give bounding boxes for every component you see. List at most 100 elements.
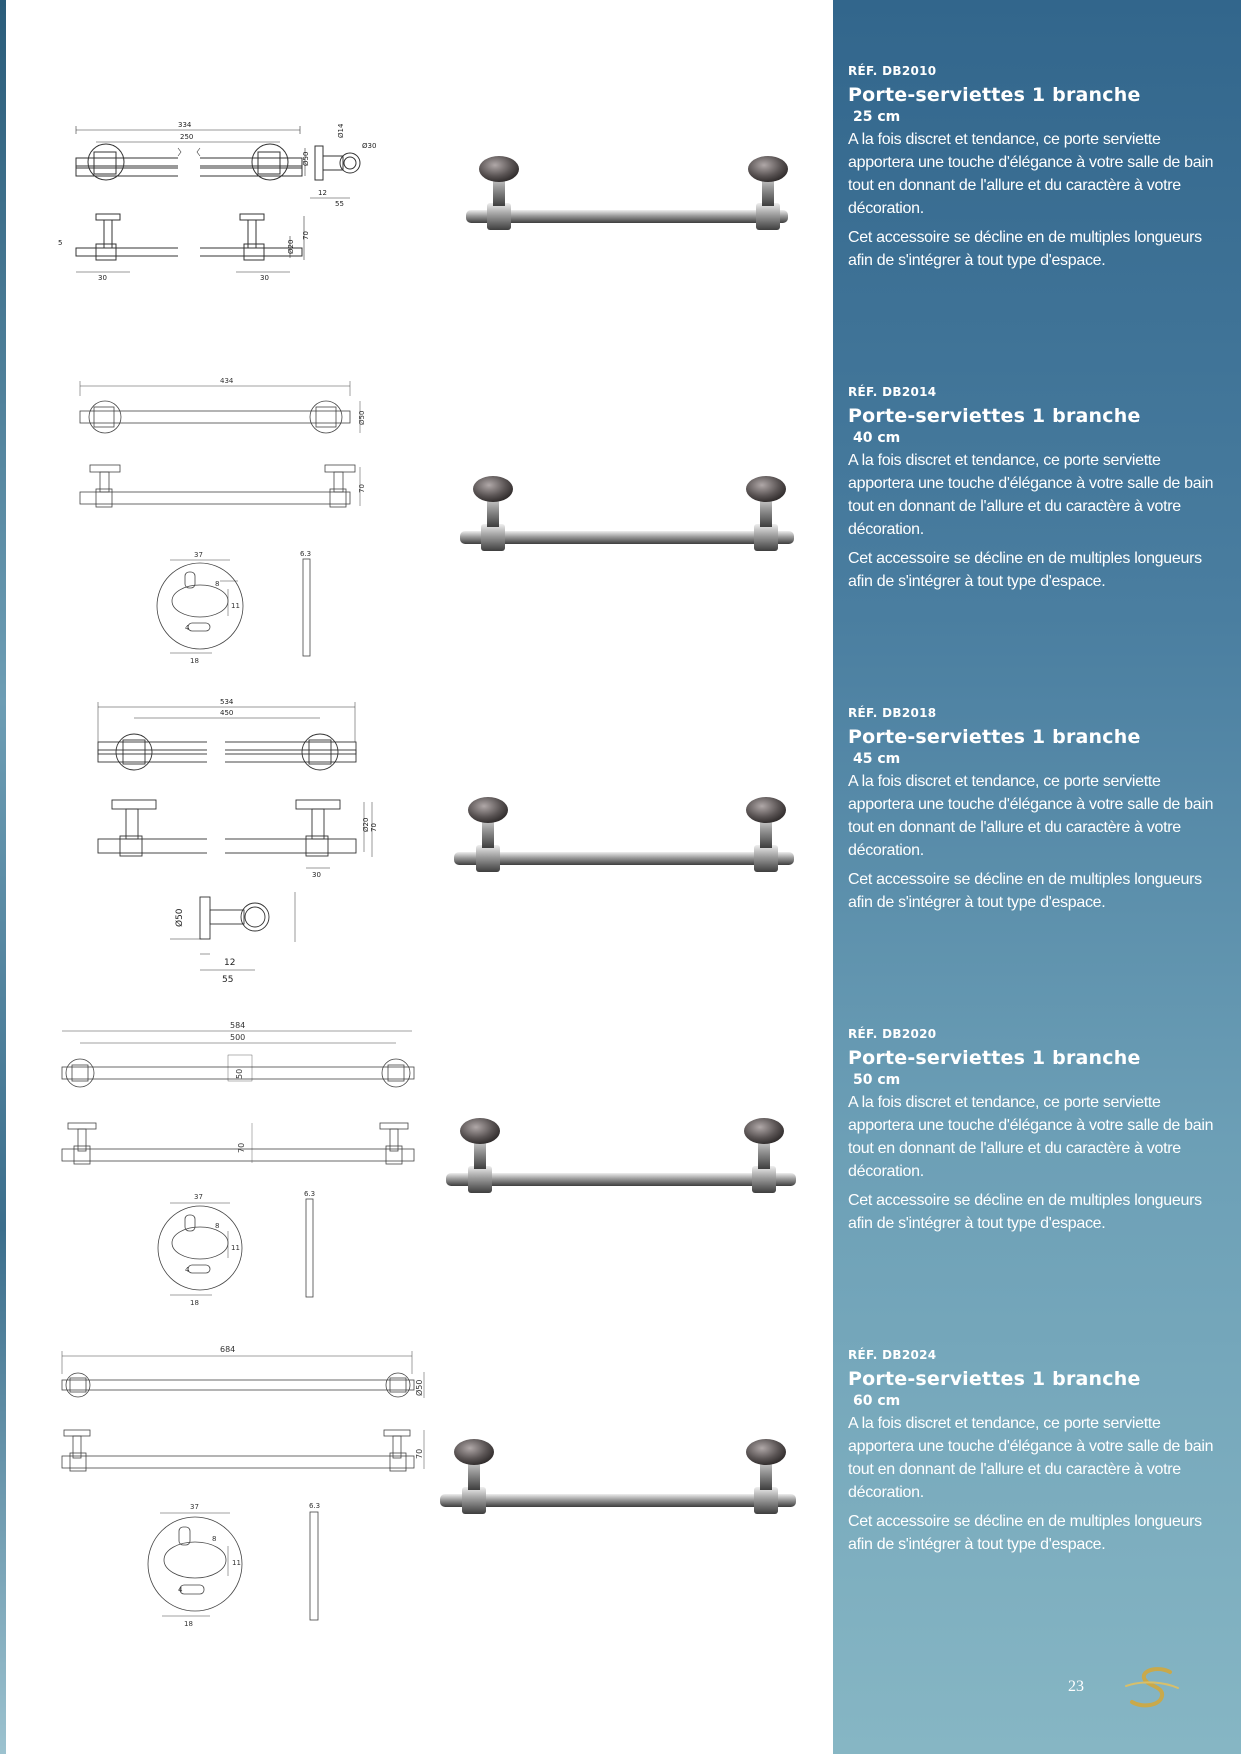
product-photo [466, 156, 788, 230]
ref-code: DB2018 [882, 706, 937, 720]
product-db2020: 584 500 50 70 37 6.3 8 11 4 18 RÉF. DB20… [0, 1003, 1241, 1324]
product-description-2: Cet accessoire se décline en de multiple… [848, 1513, 1202, 1553]
dim-overall: 684 [220, 1345, 235, 1354]
dim-11: 11 [232, 1559, 241, 1567]
dim-diameter: Ø50 [174, 908, 185, 927]
dim-tube: Ø20 [287, 240, 295, 254]
dim-between: 450 [220, 709, 233, 717]
dim-post: 12 [224, 958, 235, 968]
dim-between: 250 [180, 133, 193, 141]
technical-drawing: 434 Ø50 70 37 6.3 8 11 4 18 [79, 377, 366, 665]
dim-depth: 70 [358, 484, 366, 493]
ref-code: DB2020 [882, 1027, 937, 1041]
product-db2010: 334 250 Ø50 Ø14 Ø30 12 55 5 70 Ø20 30 30 [0, 40, 1241, 361]
product-ref: RÉF. DB2010 [848, 64, 1228, 80]
dim-18: 18 [190, 657, 199, 665]
dim-11: 11 [231, 602, 240, 610]
product-description-2: Cet accessoire se décline en de multiple… [848, 871, 1202, 911]
dim-overall: 584 [230, 1021, 245, 1030]
ref-label: RÉF. [848, 1348, 878, 1362]
dim-depth: 70 [370, 823, 378, 832]
product-photo [460, 476, 794, 551]
dim-projection: 55 [222, 975, 233, 985]
dim-disc: Ø30 [362, 142, 376, 150]
product-photo [440, 1439, 796, 1514]
dim-diameter: 50 [235, 1069, 244, 1079]
dim-between: 500 [230, 1033, 245, 1042]
dim-plate: 37 [194, 551, 203, 559]
product-db2014: 434 Ø50 70 37 6.3 8 11 4 18 RÉF. DB2014 … [0, 361, 1241, 682]
dim-overall: 434 [220, 377, 234, 385]
technical-drawing: 334 250 Ø50 Ø14 Ø30 12 55 5 70 Ø20 30 30 [58, 121, 376, 282]
technical-drawing: 684 Ø50 70 37 6.3 8 11 4 18 [61, 1345, 425, 1628]
product-ref: RÉF. DB2020 [848, 1027, 1228, 1043]
brand-logo-icon [1125, 1667, 1179, 1708]
dim-18: 18 [190, 1299, 199, 1307]
product-info: RÉF. DB2014 Porte-serviettes 1 branche 4… [848, 385, 1228, 593]
ref-code: DB2024 [882, 1348, 937, 1362]
product-description: A la fois discret et tendance, ce porte … [848, 452, 1214, 538]
product-photo [454, 797, 794, 872]
product-length: 60 cm [853, 1393, 901, 1409]
product-description: A la fois discret et tendance, ce porte … [848, 1094, 1214, 1180]
product-description: A la fois discret et tendance, ce porte … [848, 131, 1214, 217]
dim-8: 8 [215, 580, 219, 588]
dim-11: 11 [231, 1244, 240, 1252]
dim-diameter: Ø50 [358, 411, 366, 425]
dim-base: 30 [98, 274, 107, 282]
product-info: RÉF. DB2010 Porte-serviettes 1 branche 2… [848, 64, 1228, 272]
dim-tube: Ø20 [362, 818, 370, 832]
ref-label: RÉF. [848, 706, 878, 720]
product-ref: RÉF. DB2018 [848, 706, 1228, 722]
product-info: RÉF. DB2018 Porte-serviettes 1 branche 4… [848, 706, 1228, 914]
product-length: 25 cm [853, 109, 901, 125]
dim-thickness: 6.3 [309, 1502, 320, 1510]
side-panel [833, 0, 1241, 1754]
product-db2018: 534 450 Ø20 70 30 Ø50 12 55 RÉF. DB2018 … [0, 682, 1241, 1003]
dim-depth: 70 [415, 1449, 424, 1459]
technical-drawing: 534 450 Ø20 70 30 Ø50 12 55 [97, 698, 378, 985]
product-title: Porte-serviettes 1 branche [848, 1368, 1141, 1390]
dim-overall: 334 [178, 121, 192, 129]
product-description-2: Cet accessoire se décline en de multiple… [848, 229, 1202, 269]
product-description: A la fois discret et tendance, ce porte … [848, 1415, 1214, 1501]
product-db2024: 684 Ø50 70 37 6.3 8 11 4 18 RÉF. DB2024 … [0, 1324, 1241, 1645]
dim-depth: 70 [237, 1143, 246, 1153]
ref-label: RÉF. [848, 64, 878, 78]
dim-projection: 55 [335, 200, 344, 208]
product-title: Porte-serviettes 1 branche [848, 84, 1141, 106]
dim-plate: 37 [190, 1503, 199, 1511]
ref-code: DB2010 [882, 64, 937, 78]
dim-thickness: 6.3 [304, 1190, 315, 1198]
dim-8: 8 [215, 1222, 219, 1230]
dim-18: 18 [184, 1620, 193, 1628]
technical-drawing: 584 500 50 70 37 6.3 8 11 4 18 [61, 1021, 415, 1307]
product-description-2: Cet accessoire se décline en de multiple… [848, 1192, 1202, 1232]
dim-small: Ø14 [337, 123, 345, 138]
product-length: 40 cm [853, 430, 901, 446]
dim-8: 8 [212, 1535, 216, 1543]
dim-plate: 37 [194, 1193, 203, 1201]
product-photo [446, 1118, 796, 1193]
dim-4: 4 [178, 1586, 183, 1594]
dim-gap: 5 [58, 239, 62, 247]
product-ref: RÉF. DB2024 [848, 1348, 1228, 1364]
product-info: RÉF. DB2024 Porte-serviettes 1 branche 6… [848, 1348, 1228, 1556]
product-length: 50 cm [853, 1072, 901, 1088]
dim-thickness: 6.3 [300, 550, 311, 558]
ref-label: RÉF. [848, 385, 878, 399]
ref-code: DB2014 [882, 385, 937, 399]
dim-post: 12 [318, 189, 327, 197]
dim-depth: 70 [302, 231, 310, 240]
dim-base-2: 30 [260, 274, 269, 282]
ref-label: RÉF. [848, 1027, 878, 1041]
product-description-2: Cet accessoire se décline en de multiple… [848, 550, 1202, 590]
product-info: RÉF. DB2020 Porte-serviettes 1 branche 5… [848, 1027, 1228, 1235]
product-title: Porte-serviettes 1 branche [848, 726, 1141, 748]
dim-overall: 534 [220, 698, 234, 706]
product-length: 45 cm [853, 751, 901, 767]
dim-diameter: Ø50 [414, 1380, 424, 1396]
product-title: Porte-serviettes 1 branche [848, 1047, 1141, 1069]
product-title: Porte-serviettes 1 branche [848, 405, 1141, 427]
dim-4: 4 [185, 1266, 190, 1274]
